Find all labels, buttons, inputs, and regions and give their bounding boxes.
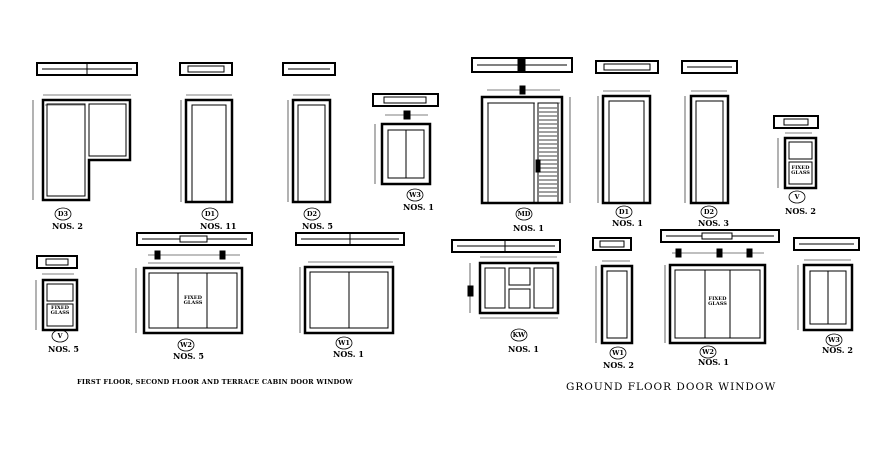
w2-window-elevation (135, 232, 253, 335)
glass-label-line1: FIXED (791, 165, 810, 171)
d2-door-elevation (282, 62, 336, 204)
element-tag: D1 (618, 208, 630, 216)
glass-label-line2: GLASS (791, 170, 810, 177)
fixed-glass-label-v-right: FIXED GLASS (789, 165, 812, 177)
element-quantity: NOS. 2 (785, 206, 816, 216)
element-tag: W1 (338, 339, 350, 347)
element-quantity: NOS. 5 (48, 344, 79, 354)
fixed-glass-label-v-left: FIXED GLASS (47, 305, 73, 317)
w1-window-elevation (295, 232, 405, 335)
element-quantity: NOS. 3 (698, 218, 729, 228)
element-quantity: NOS. 2 (52, 221, 83, 231)
element-quantity: NOS. 1 (508, 344, 539, 354)
d3-door-elevation (32, 62, 138, 202)
fixed-glass-label-w2-right: FIXED GLASS (705, 296, 730, 308)
element-quantity: NOS. 1 (403, 202, 434, 212)
element-tag: V (794, 193, 800, 201)
element-tag: D2 (703, 208, 715, 216)
fixed-glass-label-w2-left: FIXED GLASS (180, 295, 206, 307)
w1-window-elevation-ground (592, 237, 634, 345)
element-quantity: NOS. 1 (612, 218, 643, 228)
element-tag: W2 (180, 341, 192, 349)
md-louver-slats (539, 107, 557, 197)
element-quantity: NOS. 2 (822, 345, 853, 355)
tag-bubbles (51, 188, 843, 360)
glass-label-line2: GLASS (183, 300, 203, 307)
glass-label-line2: GLASS (50, 310, 70, 317)
element-tag: W3 (828, 336, 840, 344)
glass-label-line1: FIXED (708, 296, 727, 302)
drawing-title-ground-floor: GROUND FLOOR DOOR WINDOW (566, 381, 777, 393)
v-ventilator-elevation-ground (773, 115, 819, 190)
element-quantity: NOS. 1 (698, 357, 729, 367)
element-quantity: NOS. 5 (302, 221, 333, 231)
drawing-title-upper-floors: FIRST FLOOR, SECOND FLOOR AND TERRACE CA… (77, 378, 353, 386)
w3-window-elevation (372, 93, 439, 186)
w3-window-elevation-ground (793, 237, 860, 332)
element-quantity: NOS. 5 (173, 351, 204, 361)
md-main-door-elevation (471, 57, 573, 205)
element-tag: D2 (306, 210, 318, 218)
element-tag: V (57, 332, 63, 340)
element-tag: D1 (204, 210, 216, 218)
element-tag: D3 (57, 210, 69, 218)
d2-door-elevation-ground (681, 60, 738, 205)
element-tag: W1 (612, 349, 624, 357)
d1-door-elevation-ground (595, 60, 659, 205)
element-quantity: NOS. 1 (513, 223, 544, 233)
kw-kitchen-window-elevation (451, 239, 561, 319)
element-tag: W3 (409, 191, 421, 199)
glass-label-line1: FIXED (51, 305, 69, 311)
element-quantity: NOS. 11 (200, 221, 237, 231)
element-tag: KW (512, 331, 526, 339)
v-ventilator-elevation (35, 255, 79, 332)
element-tag: W2 (702, 348, 714, 356)
element-quantity: NOS. 2 (603, 360, 634, 370)
d1-door-elevation (179, 62, 234, 204)
glass-label-line1: FIXED (184, 295, 202, 301)
glass-label-line2: GLASS (708, 301, 727, 308)
element-tag: MD (517, 210, 531, 218)
element-quantity: NOS. 1 (333, 349, 364, 359)
w2-window-elevation-ground (660, 229, 780, 345)
